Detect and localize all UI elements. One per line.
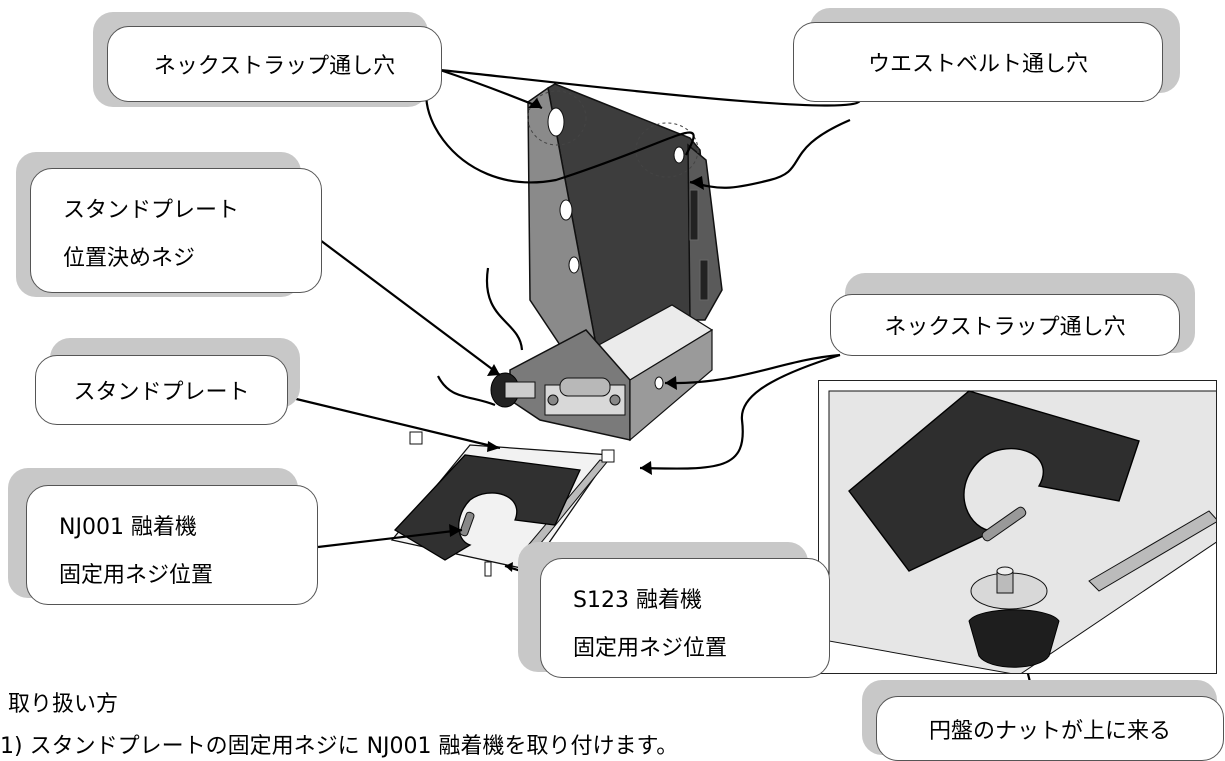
callout-stand-plate-text: スタンドプレート bbox=[73, 380, 250, 405]
hinge bbox=[544, 377, 626, 416]
neck-hole-marker bbox=[527, 90, 587, 146]
callout-waist-belt: ウエストベルト通し穴 bbox=[793, 22, 1163, 102]
callout-disk-nut: 円盤のナットが上に来る bbox=[876, 696, 1224, 761]
callout-stand-plate: スタンドプレート bbox=[35, 355, 288, 425]
callout-stand-plate-screw-line1: スタンドプレート bbox=[63, 198, 240, 223]
belt-hole-marker bbox=[635, 122, 699, 178]
plate-pad bbox=[393, 454, 581, 561]
callout-s123: S123 融着機 固定用ネジ位置 bbox=[540, 558, 830, 678]
leader-lines bbox=[287, 68, 1032, 683]
callout-nj001: NJ001 融着機 固定用ネジ位置 bbox=[26, 485, 318, 605]
callout-waist-belt-text: ウエストベルト通し穴 bbox=[867, 52, 1088, 77]
callout-s123-line2: 固定用ネジ位置 bbox=[573, 636, 728, 661]
callout-nj001-line2: 固定用ネジ位置 bbox=[59, 563, 214, 588]
callout-stand-plate-screw: スタンドプレート 位置決めネジ bbox=[30, 168, 322, 293]
positioning-screw-knob bbox=[490, 372, 536, 408]
instructions-step-1: 1) スタンドプレートの固定用ネジに NJ001 融着機を取り付けます。 bbox=[0, 734, 679, 759]
instructions-heading: 取り扱い方 bbox=[8, 692, 119, 717]
callout-neck-strap-side: ネックストラップ通し穴 bbox=[830, 294, 1180, 356]
callout-neck-strap-top-text: ネックストラップ通し穴 bbox=[153, 54, 396, 79]
callout-s123-line1: S123 融着機 bbox=[573, 588, 702, 613]
callout-disk-nut-text: 円盤のナットが上に来る bbox=[928, 718, 1171, 744]
callout-neck-strap-top: ネックストラップ通し穴 bbox=[107, 26, 442, 102]
callout-stand-plate-screw-line2: 位置決めネジ bbox=[63, 246, 196, 271]
inset-detail bbox=[818, 380, 1217, 674]
inset-illustration bbox=[828, 390, 1216, 673]
callout-nj001-line1: NJ001 融着機 bbox=[59, 515, 197, 540]
callout-neck-strap-side-text: ネックストラップ通し穴 bbox=[884, 315, 1126, 340]
